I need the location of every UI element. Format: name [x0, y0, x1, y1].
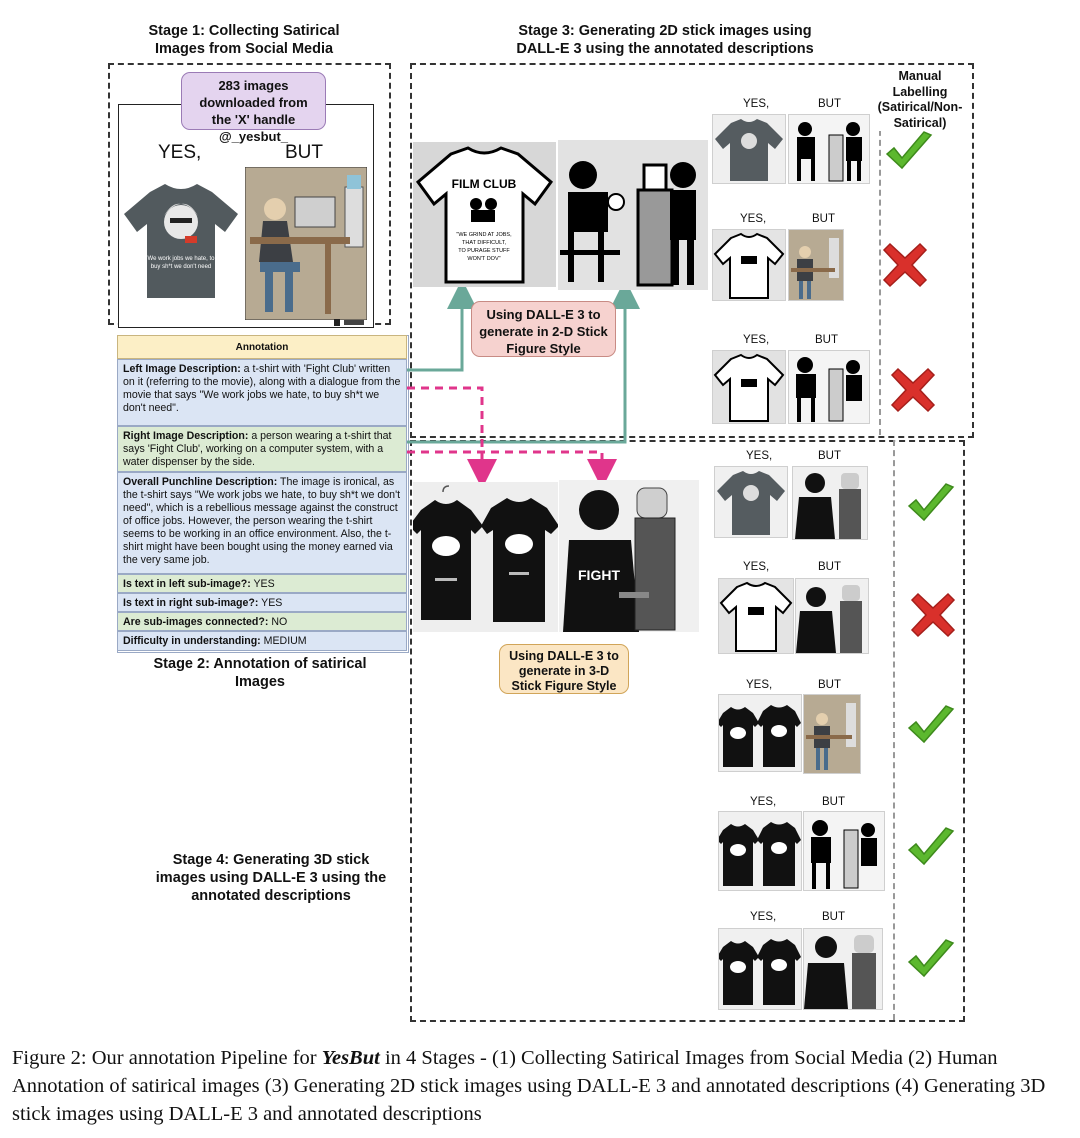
left-text-question-value: YES: [250, 578, 275, 590]
result-2d-3-right-image: [788, 350, 870, 424]
result-3d-1-but: BUT: [818, 450, 841, 462]
result-3d-3-left-image: [717, 694, 802, 772]
right-description: Right Image Description: a person wearin…: [117, 426, 407, 472]
check-icon: [907, 705, 955, 744]
dalle-3d-box: Using DALL-E 3 to generate in 3-D Stick …: [499, 644, 629, 694]
result-2d-3-yes: YES,: [743, 334, 770, 346]
right-description-label: Right Image Description:: [123, 430, 249, 442]
annotation-header: Annotation: [117, 335, 407, 359]
but-label: BUT: [285, 142, 323, 163]
flow-arrows: [407, 279, 640, 489]
yes-label: YES,: [158, 142, 202, 163]
result-2d-2-left-image: [712, 229, 786, 301]
result-3d-5-yes: YES,: [750, 911, 777, 923]
result-3d-4-yes: YES,: [750, 796, 777, 808]
left-description: Left Image Description: a t-shirt with '…: [117, 359, 407, 426]
watermark-icon: [334, 319, 364, 326]
stage4-divider: [893, 440, 895, 1020]
connected-question-value: NO: [268, 616, 288, 628]
manual-labelling-header: Manual Labelling (Satirical/Non-Satirica…: [870, 69, 970, 131]
original-tshirt-image: We work jobs we hate, to buy sh*t we don…: [124, 184, 238, 298]
result-3d-4-but: BUT: [822, 796, 845, 808]
svg-text:We work jobs we hate, to: We work jobs we hate, to: [148, 256, 216, 262]
result-2d-3-but: BUT: [815, 334, 838, 346]
svg-text:FIGHT: FIGHT: [578, 567, 620, 583]
result-2d-3-left-image: [712, 350, 786, 424]
dalle-2d-box: Using DALL-E 3 to generate in 2-D Stick …: [471, 301, 616, 357]
result-2d-1-yes: YES,: [743, 98, 770, 110]
connected-question-label: Are sub-images connected?:: [123, 616, 269, 628]
dalle-2d-tshirt-image: FILM CLUB "WE GRIND AT JOBS, THAT DIFFIC…: [413, 142, 556, 287]
result-3d-5-right-image: [803, 928, 883, 1010]
figure-caption: Figure 2: Our annotation Pipeline for Ye…: [12, 1044, 1072, 1128]
svg-text:buy sh*t we don't need: buy sh*t we don't need: [151, 264, 212, 270]
right-description-text: a person wearing a t-shirt that says 'Fi…: [123, 430, 392, 468]
result-3d-5-left-image: [717, 928, 802, 1010]
connected-question: Are sub-images connected?: NO: [117, 612, 407, 631]
difficulty-question-label: Difficulty in understanding:: [123, 635, 261, 647]
stage3-frame: [410, 63, 974, 438]
cross-icon: [910, 592, 956, 638]
stage2-title: Stage 2: Annotation of satirical Images: [153, 656, 367, 690]
left-description-text: a t-shirt with 'Fight Club' written on i…: [123, 363, 401, 414]
stage3-divider: [879, 90, 881, 435]
svg-text:THAT DIFFICULT,: THAT DIFFICULT,: [462, 240, 506, 246]
result-2d-1-right-image: [788, 114, 870, 184]
stage3-title: Stage 3: Generating 2D stick images usin…: [516, 23, 814, 57]
svg-text:"WE GRIND AT JOBS,: "WE GRIND AT JOBS,: [456, 232, 512, 238]
punchline-text: The image is ironical, as the t-shirt sa…: [123, 476, 401, 566]
left-text-question-label: Is text in left sub-image?:: [123, 578, 251, 590]
result-3d-5-but: BUT: [822, 911, 845, 923]
punchline-label: Overall Punchline Description:: [123, 476, 278, 488]
dalle-3d-office-image: FIGHT: [559, 480, 699, 632]
result-2d-1-left-image: [712, 114, 786, 184]
result-3d-2-but: BUT: [818, 561, 841, 573]
dalle-3d-tshirt-image: [413, 482, 558, 632]
result-2d-2-yes: YES,: [740, 213, 767, 225]
caption-rest: in 4 Stages - (1) Collecting Satirical I…: [12, 1047, 1046, 1125]
result-3d-2-yes: YES,: [743, 561, 770, 573]
result-2d-2-right-image: [788, 229, 844, 301]
result-3d-3-but: BUT: [818, 679, 841, 691]
result-3d-2-left-image: [718, 578, 794, 654]
punchline-description: Overall Punchline Description: The image…: [117, 472, 407, 574]
check-icon: [907, 483, 955, 522]
dalle-2d-office-image: [558, 140, 708, 290]
stage4-title: Stage 4: Generating 3D stick images usin…: [155, 852, 387, 904]
result-3d-1-right-image: [792, 466, 868, 540]
check-icon: [885, 131, 933, 170]
result-2d-2-but: BUT: [812, 213, 835, 225]
original-office-image: [245, 167, 367, 320]
left-text-question: Is text in left sub-image?: YES: [117, 574, 407, 593]
result-3d-4-left-image: [717, 811, 802, 891]
result-3d-1-left-image: [714, 466, 788, 538]
result-3d-3-yes: YES,: [746, 679, 773, 691]
stage1-title: Stage 1: Collecting Satirical Images fro…: [148, 23, 340, 57]
svg-text:TO PURAGE STUFF: TO PURAGE STUFF: [458, 248, 510, 254]
result-3d-3-right-image: [803, 694, 861, 774]
right-text-question-label: Is text in right sub-image?:: [123, 597, 259, 609]
stage4-frame: [410, 440, 965, 1022]
source-box: 283 images downloaded from the 'X' handl…: [181, 72, 326, 144]
result-3d-4-right-image: [803, 811, 885, 891]
cross-icon: [882, 242, 928, 288]
cross-icon: [890, 367, 936, 413]
film-club-text: FILM CLUB: [452, 177, 517, 191]
caption-dataset-name: YesBut: [321, 1047, 380, 1069]
result-3d-1-yes: YES,: [746, 450, 773, 462]
check-icon: [907, 939, 955, 978]
difficulty-question-value: MEDIUM: [260, 635, 307, 647]
svg-text:WON'T DOV": WON'T DOV": [467, 256, 500, 262]
right-text-question: Is text in right sub-image?: YES: [117, 593, 407, 612]
caption-prefix: Figure 2: Our annotation Pipeline for: [12, 1047, 322, 1069]
check-icon: [907, 827, 955, 866]
difficulty-question: Difficulty in understanding: MEDIUM: [117, 631, 407, 651]
result-2d-1-but: BUT: [818, 98, 841, 110]
result-3d-2-right-image: [795, 578, 869, 654]
right-text-question-value: YES: [258, 597, 283, 609]
left-description-label: Left Image Description:: [123, 363, 241, 375]
